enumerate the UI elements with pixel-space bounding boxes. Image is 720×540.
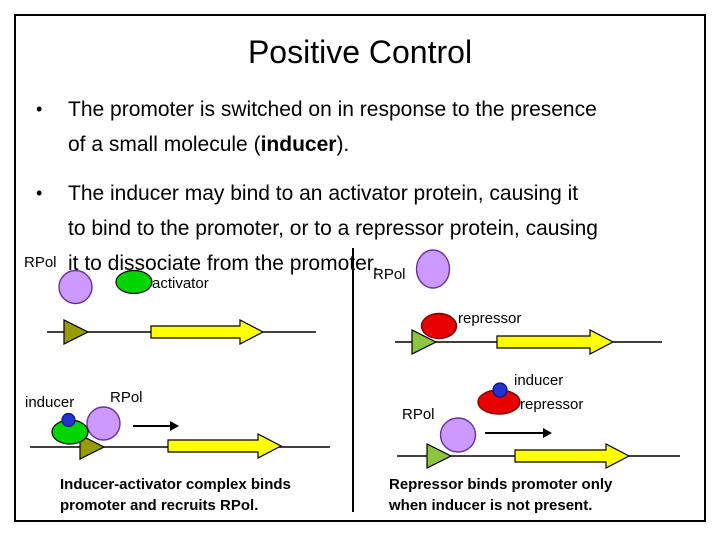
bullet-2-line-1: The inducer may bind to an activator pro… (68, 182, 579, 205)
caption-bottom-left: Inducer-activator complex binds promoter… (60, 474, 291, 516)
activator-label: activator (152, 275, 209, 292)
bullet-1-line-2: of a small molecule (inducer). (68, 127, 684, 162)
rpol-label-top-left: RPol (24, 254, 57, 271)
rpol-label-bottom-left: RPol (110, 389, 143, 406)
bullet-list: • The promoter is switched on in respons… (36, 92, 684, 281)
caption-bottom-right: Repressor binds promoter only when induc… (389, 474, 612, 516)
caption-bottom-left-line-2: promoter and recruits RPol. (60, 497, 259, 514)
inducer-keyword: inducer (260, 133, 337, 156)
caption-bottom-right-line-1: Repressor binds promoter only (389, 476, 613, 493)
panel-divider (352, 248, 354, 512)
slide-border (14, 14, 706, 522)
bullet-1-line-1: The promoter is switched on in response … (68, 98, 597, 121)
repressor-label-bottom-right: repressor (520, 396, 584, 413)
bullet-1-line-2-post: ). (336, 133, 350, 156)
bullet-text-2: The inducer may bind to an activator pro… (68, 176, 684, 281)
caption-bottom-left-line-1: Inducer-activator complex binds (60, 476, 291, 493)
repressor-label-top-right: repressor (458, 310, 522, 327)
bullet-2-line-3: it to dissociate from the promoter. (68, 252, 379, 275)
inducer-label-bottom-right: inducer (514, 372, 564, 389)
bullet-2-line-2: to bind to the promoter, or to a repress… (68, 217, 598, 240)
bullet-1-line-2-pre: of a small molecule ( (68, 133, 261, 156)
rpol-label-bottom-right: RPol (402, 406, 435, 423)
bullet-item-1: • The promoter is switched on in respons… (36, 92, 684, 162)
inducer-label-bottom-left: inducer (25, 394, 75, 411)
page-title: Positive Control (247, 34, 473, 70)
bullet-item-2: • The inducer may bind to an activator p… (36, 176, 684, 281)
bullet-marker: • (36, 99, 43, 119)
bullet-text-1: The promoter is switched on in response … (68, 92, 684, 162)
caption-bottom-right-line-2: when inducer is not present. (389, 497, 593, 514)
bullet-marker: • (36, 183, 43, 203)
rpol-label-top-right: RPol (373, 266, 406, 283)
